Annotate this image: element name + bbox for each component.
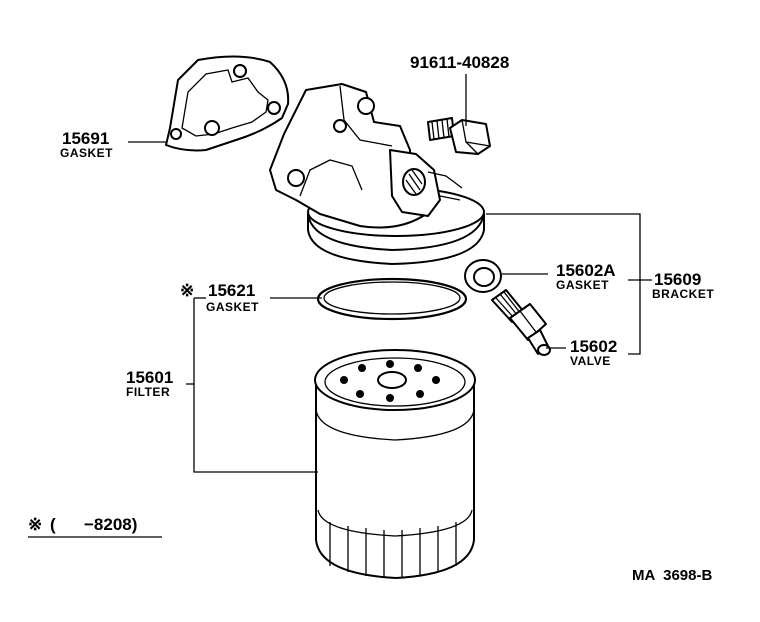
bolt-part-number: 91611-40828 (410, 53, 509, 72)
footnote-mark: ※ (28, 515, 42, 534)
filter-gasket-part-name: GASKET (206, 300, 259, 314)
valve-gasket-part-name: GASKET (556, 278, 609, 292)
valve-part-number: 15602 (570, 337, 617, 356)
bolt-drawing (427, 117, 491, 155)
filter-gasket-part-number: 15621 (208, 281, 255, 300)
bracket-gasket-part-number: 15691 (62, 129, 109, 148)
filter-part-name: FILTER (126, 385, 170, 399)
valve-part-name: VALVE (570, 354, 611, 368)
valve-gasket-part-number: 15602A (556, 261, 616, 280)
check-valve-drawing (491, 289, 551, 356)
valve-gasket-drawing (464, 259, 502, 293)
bracket-gasket-part-name: GASKET (60, 146, 113, 160)
filter-bracket-drawing (269, 83, 485, 265)
oil-filter-drawing (314, 349, 476, 579)
bracket-gasket-drawing (165, 55, 290, 152)
filter-gasket-mark: ※ (180, 281, 194, 300)
leader-lines (128, 74, 652, 473)
footnote-text: ( −8208) (50, 515, 137, 534)
figure-code: MA 3698-B (632, 567, 712, 584)
filter-gasket-drawing (316, 277, 468, 321)
bracket-part-name: BRACKET (652, 287, 714, 301)
bracket-part-number: 15609 (654, 270, 701, 289)
filter-part-number: 15601 (126, 368, 173, 387)
